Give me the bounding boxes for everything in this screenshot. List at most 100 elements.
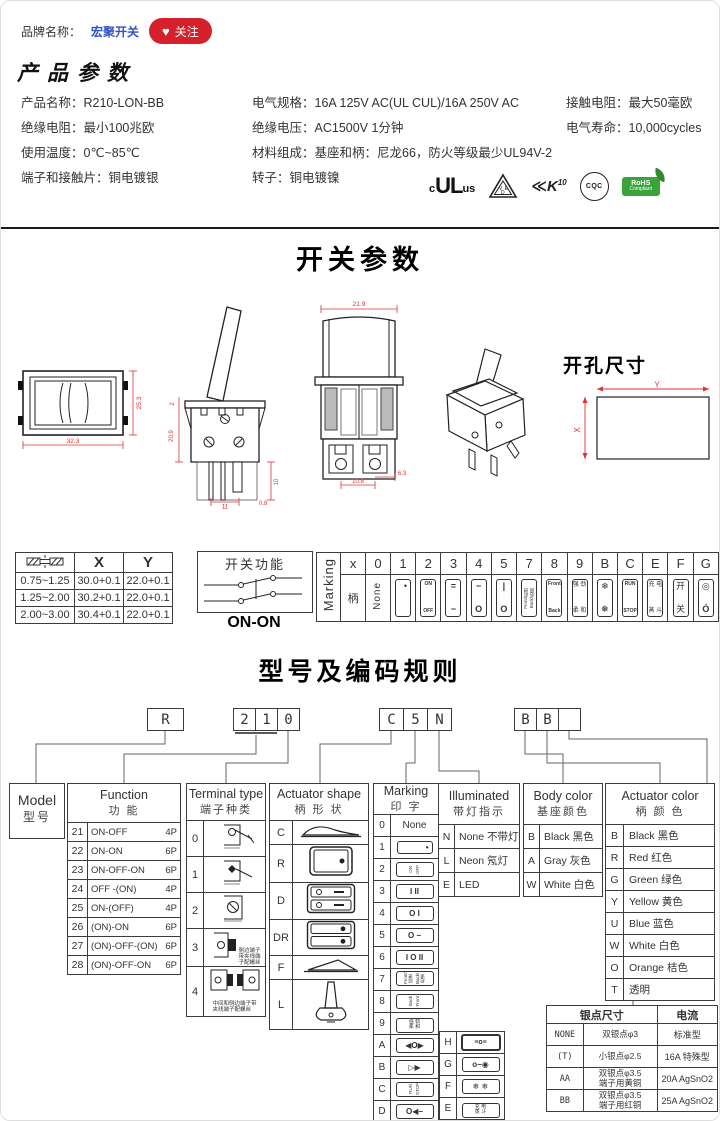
function-code: 24	[67, 879, 88, 899]
brand-link[interactable]: 宏聚开关	[91, 24, 140, 39]
i-element: =	[450, 581, 457, 591]
path-element	[451, 378, 519, 407]
i-element: Back	[548, 608, 561, 614]
path-element	[468, 448, 476, 471]
follow-button[interactable]: ♥ 关注	[149, 18, 212, 44]
path-element	[68, 382, 72, 424]
actuator-shape-row: D	[269, 882, 369, 920]
marking-print-cell: •	[390, 836, 439, 859]
terminal-icon-cell	[203, 856, 266, 893]
marking-cell: 开关	[667, 574, 694, 622]
switch-mode-label: ON-ON	[227, 614, 281, 631]
panel-thickness-icon	[15, 552, 75, 573]
rect-element	[220, 461, 226, 501]
path-element	[84, 382, 89, 424]
function-row: 27(ON)-OFF-(ON)6P	[67, 936, 181, 956]
code-letter: B	[536, 709, 558, 730]
path-element	[59, 382, 64, 424]
option-label: Gray 灰色	[539, 848, 603, 873]
param-line: 产品名称：R210-LON-BB	[21, 96, 165, 110]
polygon-element	[488, 172, 518, 198]
span-element: RUN	[407, 1084, 413, 1095]
marking-x-header: x	[340, 552, 367, 575]
silver-current: 20A AgSnO2	[656, 1067, 719, 1090]
terminal-icon-cell: 侧边端子 带夹线端 子配螺丝	[203, 928, 266, 967]
xy-cell: 1.25~2.00	[15, 589, 75, 607]
marking-print-code: G	[439, 1053, 457, 1076]
marking-print-icon: 充 电蒸 斗	[461, 1102, 500, 1118]
polygon-element	[703, 386, 709, 392]
marking-cell: |O	[490, 574, 518, 622]
actuator-shape-icon-C	[292, 820, 369, 845]
marking-print-icon: O◀−	[395, 1104, 434, 1119]
rect-element	[22, 370, 124, 436]
xy-header-row: X Y	[15, 552, 173, 573]
path-element	[214, 932, 229, 958]
actuator-shape-row: L	[269, 979, 369, 1030]
i-element: 柔 和	[572, 608, 587, 614]
span-element: 充 电	[474, 1103, 487, 1110]
span-element: Back/后退	[415, 972, 425, 985]
marking-print-cell: I II	[390, 880, 439, 903]
option-label: Green 绿色	[623, 868, 715, 891]
marking-print-cell: None	[390, 814, 439, 837]
marking-icon: 强 劲柔 和	[571, 579, 588, 617]
xy-cell: 22.0+0.1	[123, 606, 173, 624]
code-letter: C	[387, 711, 396, 728]
silver-code: BB	[546, 1089, 584, 1112]
marking-cell: 强 劲柔 和	[566, 574, 593, 622]
xy-cell: 30.0+0.1	[74, 572, 124, 590]
param-line: 转子：铜电镀镍	[252, 171, 340, 185]
polyline-element	[319, 729, 392, 783]
marking-print-icon: o−◉	[461, 1057, 500, 1072]
line-element	[228, 903, 237, 911]
i-element: Ó	[702, 604, 710, 614]
marking-code: 9	[566, 552, 593, 575]
terminal-code: 0	[186, 820, 204, 857]
path-element	[223, 824, 240, 846]
param-line: 绝缘电压：AC1500V 1分钟	[252, 121, 404, 135]
marking-code: 5	[490, 552, 518, 575]
span-element: STOP	[415, 1083, 420, 1096]
svg-element	[214, 932, 237, 958]
rect-element	[310, 936, 351, 947]
marking-print-code: C	[373, 1078, 391, 1101]
marking-cell: −O	[465, 574, 492, 622]
function-label: ON-(OFF)4P	[87, 898, 181, 918]
svg-element	[300, 826, 361, 838]
rect-element	[236, 974, 243, 986]
option-label: White 白色	[623, 934, 715, 957]
rect-element	[314, 376, 404, 386]
terminal-code: 1	[186, 856, 204, 893]
circle-element	[340, 926, 345, 932]
option-label: Red 红色	[623, 846, 715, 869]
path-element	[506, 440, 520, 459]
text-element: V	[499, 186, 503, 192]
rect-element	[310, 886, 351, 898]
svg-element	[223, 860, 252, 885]
marking-print-row: 1•	[373, 836, 439, 859]
marking-icon: |O	[495, 579, 512, 617]
